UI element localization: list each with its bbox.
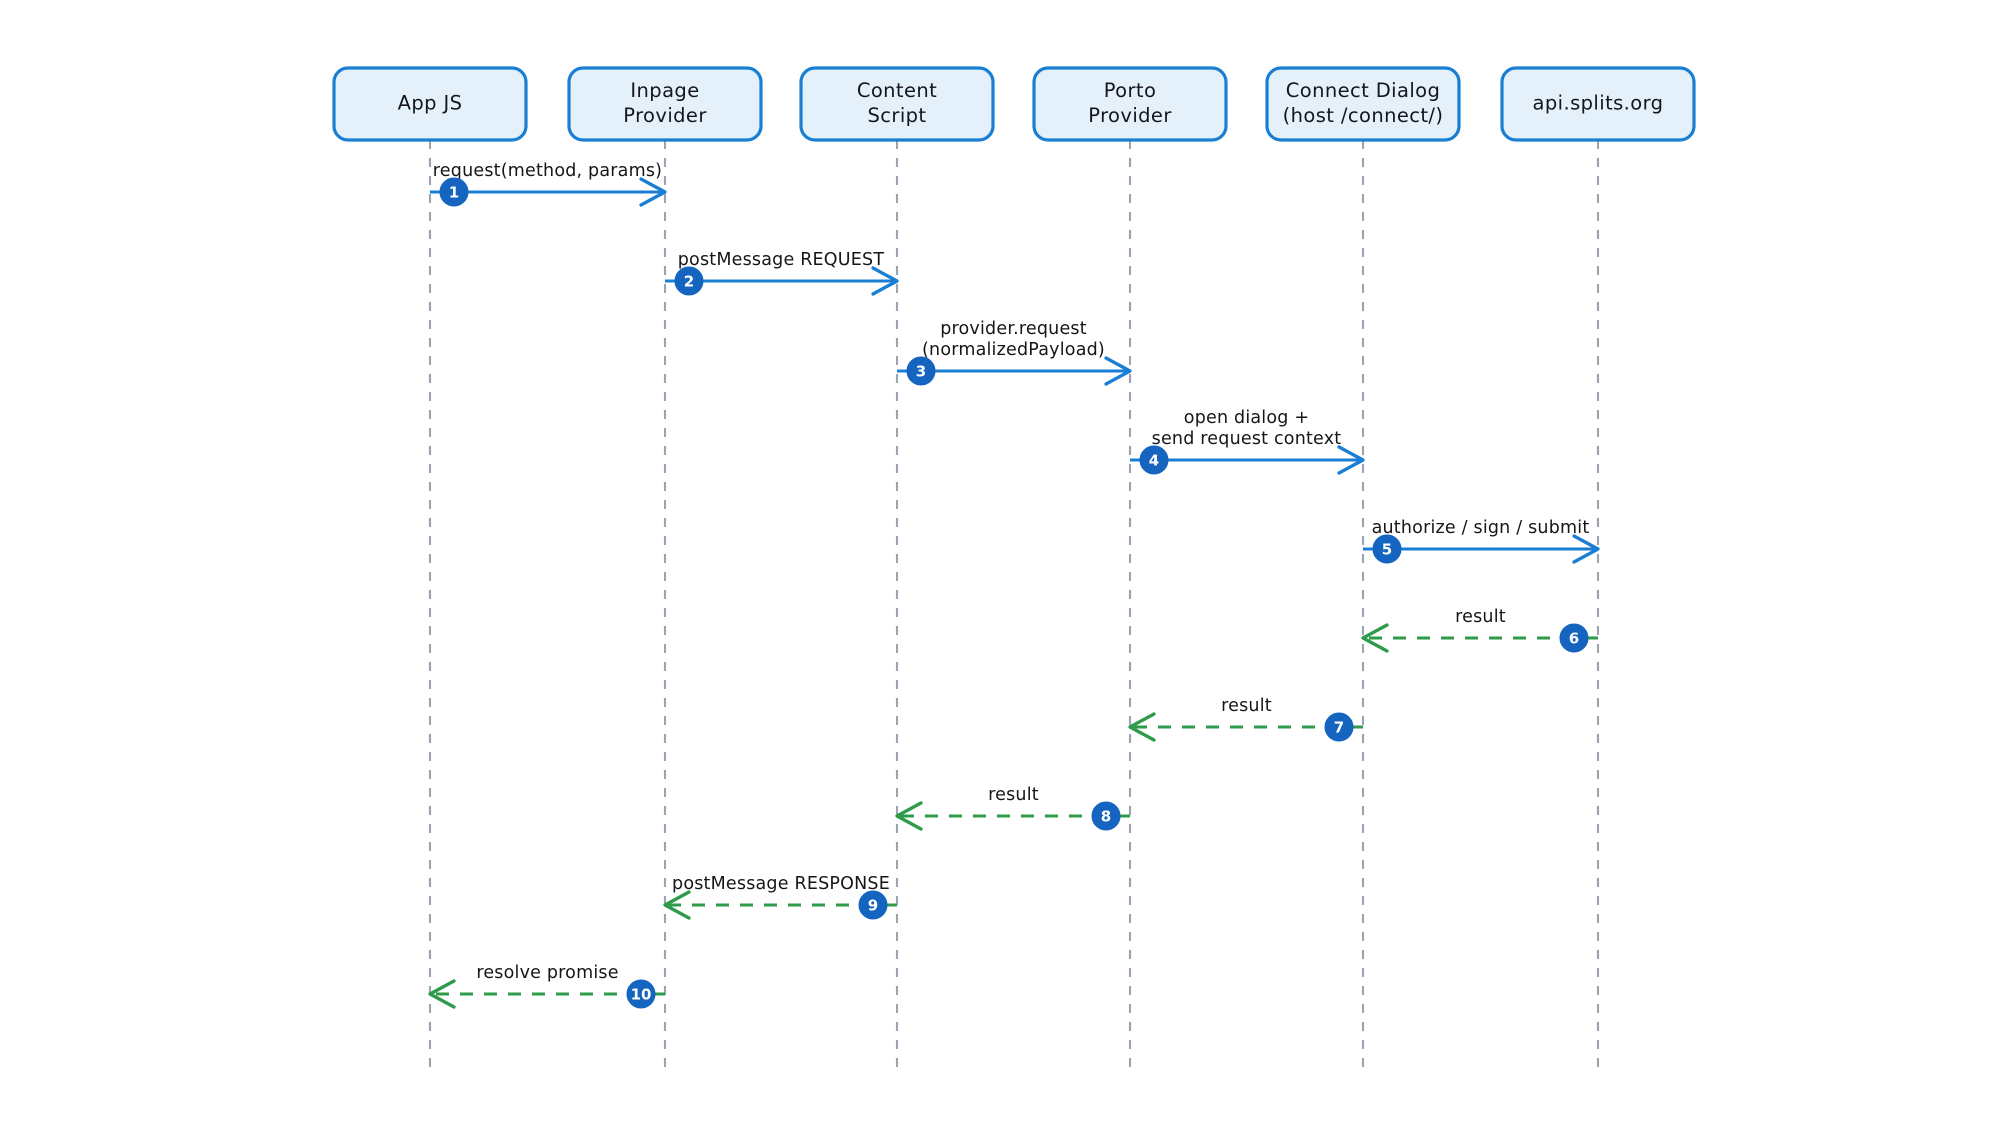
message-label: result [988,785,1039,805]
message-label: provider.request [940,319,1087,339]
participants-layer: App JSInpageProviderContentScriptPortoPr… [332,66,1696,142]
participant-label: Script [868,104,927,127]
arrowhead-icon [1128,712,1156,742]
step-badge-number: 1 [449,184,459,202]
participant-label: Provider [1088,104,1172,127]
step-badge-9[interactable]: 9 [858,890,888,920]
message-10: resolve promise [428,963,665,1009]
message-label: open dialog + [1184,408,1309,428]
participant-label: api.splits.org [1533,92,1664,115]
message-8: result [895,785,1130,831]
message-1: request(method, params) [430,161,667,207]
message-label: result [1221,696,1272,716]
arrowhead-icon [1361,623,1389,653]
step-badge-7[interactable]: 7 [1324,712,1354,742]
arrowhead-icon [1572,534,1600,564]
message-7: result [1128,696,1363,742]
participant-label: Inpage [630,79,699,102]
step-badge-number: 6 [1569,630,1579,648]
participant-label: Provider [623,104,707,127]
message-label: postMessage RESPONSE [672,874,890,894]
step-badge-number: 4 [1149,452,1159,470]
messages-layer: request(method, params) postMessage REQUE… [428,161,1600,1009]
arrowhead-icon [639,177,667,207]
message-label: result [1455,607,1506,627]
step-badge-8[interactable]: 8 [1091,801,1121,831]
step-badge-number: 8 [1101,808,1111,826]
message-6: result [1361,607,1598,653]
step-badge-number: 7 [1334,719,1344,737]
participant-label: Connect Dialog [1286,79,1441,102]
step-badge-number: 9 [868,897,878,915]
message-3: provider.request(normalizedPayload) [897,319,1132,386]
step-badge-6[interactable]: 6 [1559,623,1589,653]
participant-label: App JS [398,92,463,115]
message-label: postMessage REQUEST [678,250,885,270]
arrowhead-icon [1337,445,1365,475]
message-label: (normalizedPayload) [922,340,1105,360]
participant-label: Porto [1104,79,1157,102]
participant-label: Content [857,79,937,102]
step-badge-10[interactable]: 10 [626,979,656,1009]
arrowhead-icon [663,890,691,920]
message-label: request(method, params) [433,161,662,181]
participant-api[interactable]: api.splits.org [1500,66,1696,142]
step-badge-number: 10 [631,986,652,1004]
arrowhead-icon [428,979,456,1009]
participant-app-js[interactable]: App JS [332,66,528,142]
message-label: resolve promise [476,963,618,983]
participant-connect[interactable]: Connect Dialog(host /connect/) [1265,66,1461,142]
arrowhead-icon [871,266,899,296]
message-5: authorize / sign / submit [1363,518,1600,564]
step-badge-4[interactable]: 4 [1139,445,1169,475]
step-badge-3[interactable]: 3 [906,356,936,386]
step-badge-2[interactable]: 2 [674,266,704,296]
step-badge-number: 3 [916,363,926,381]
step-badge-5[interactable]: 5 [1372,534,1402,564]
message-label: authorize / sign / submit [1372,518,1590,538]
step-badge-number: 2 [684,273,694,291]
message-label: send request context [1152,429,1342,449]
badges-layer: 1 2 3 4 5 6 7 8 9 10 [439,177,1589,1009]
arrowhead-icon [1104,356,1132,386]
participant-label: (host /connect/) [1283,104,1444,127]
step-badge-number: 5 [1382,541,1392,559]
lifelines-layer [428,140,1600,1075]
step-badge-1[interactable]: 1 [439,177,469,207]
message-9: postMessage RESPONSE [663,874,897,920]
arrowhead-icon [895,801,923,831]
